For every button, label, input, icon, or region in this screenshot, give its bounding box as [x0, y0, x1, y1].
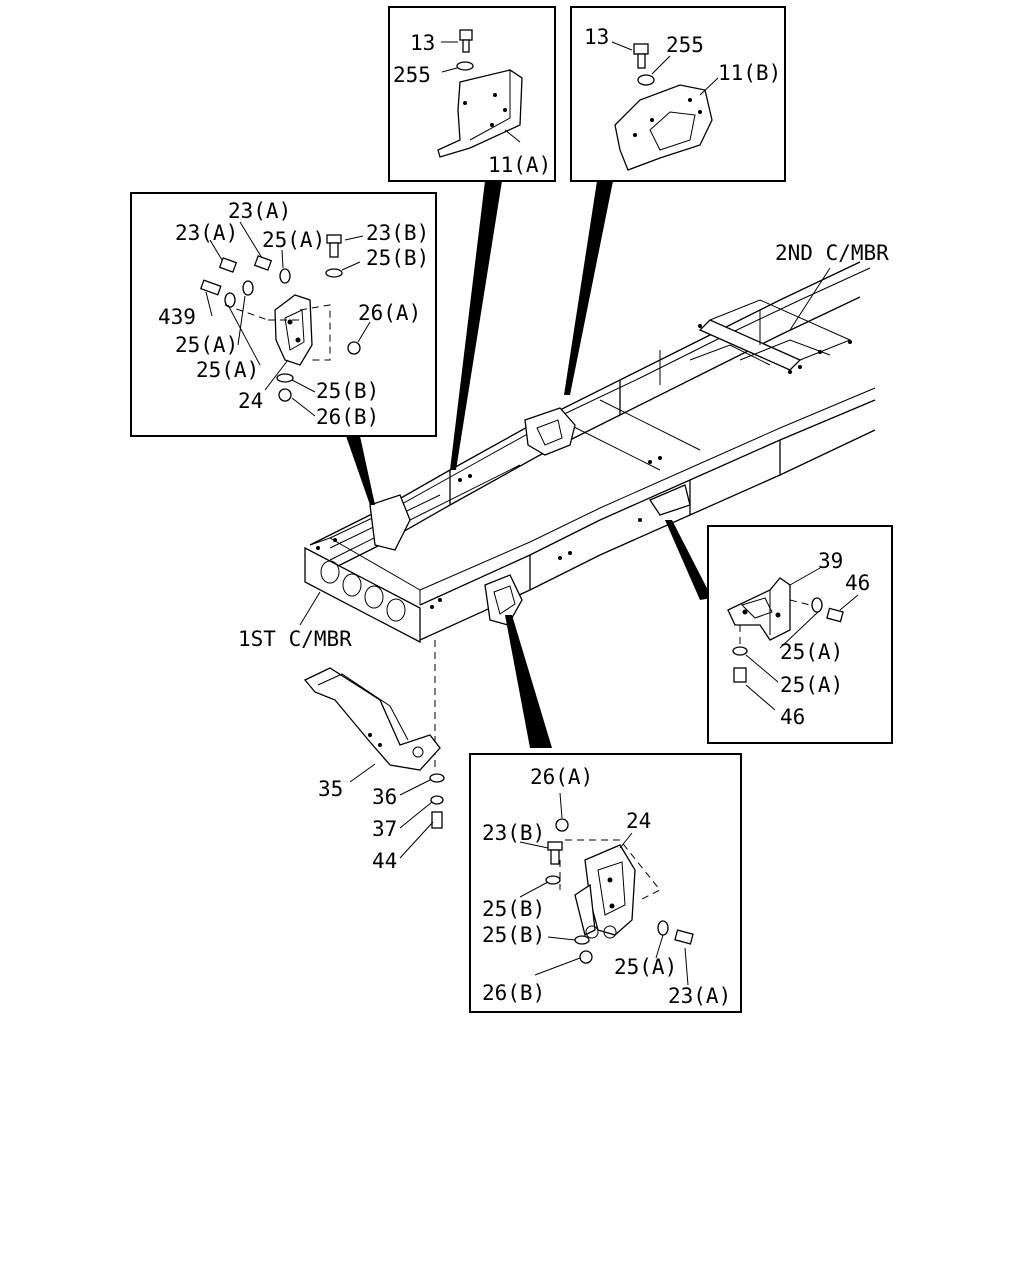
label-box-b-bracket: 11(B)	[718, 61, 781, 85]
label-washer-36: 36	[372, 785, 397, 809]
label-box-a-bolt: 13	[410, 31, 435, 55]
label-box-d-bolt-right: 46	[845, 571, 870, 595]
detail-box-e: 26(A) 24 23(B) 25(B) 25(B) 26(B) 25(A) 2…	[469, 753, 742, 1013]
label-guard: 35	[318, 777, 343, 801]
label-box-c-bracket: 24	[238, 389, 263, 413]
label-box-e-washer-right: 25(A)	[614, 955, 677, 979]
label-spring-washer-37: 37	[372, 817, 397, 841]
label-box-a-washer: 255	[393, 63, 431, 87]
label-box-e-nut-top: 26(A)	[530, 765, 593, 789]
label-1st-crossmember: 1ST C/MBR	[238, 627, 352, 651]
label-box-c-washer-left-2: 25(A)	[196, 358, 259, 382]
label-box-e-washer-lower: 25(B)	[482, 923, 545, 947]
label-box-b-washer: 255	[666, 33, 704, 57]
label-box-d-washer-2: 25(A)	[780, 673, 843, 697]
label-box-c-washer-bottom: 25(B)	[316, 379, 379, 403]
label-bolt-44: 44	[372, 849, 397, 873]
label-box-c-bolt-top: 23(A)	[228, 199, 291, 223]
label-box-c-washer-right: 25(B)	[366, 246, 429, 270]
label-box-d-bolt-bottom: 46	[780, 705, 805, 729]
callout-wedges	[346, 181, 712, 748]
detail-box-c: 23(A) 23(A) 25(A) 23(B) 25(B) 439 26(A) …	[130, 192, 437, 437]
label-box-e-washer-left: 25(B)	[482, 897, 545, 921]
detail-box-d: 39 46 25(A) 25(A) 46	[707, 525, 893, 744]
label-box-c-nut-right: 26(A)	[358, 301, 421, 325]
label-box-e-bolt-left: 23(B)	[482, 821, 545, 845]
label-box-e-bolt-right: 23(A)	[668, 984, 731, 1008]
label-box-c-bolt-right: 23(B)	[366, 221, 429, 245]
label-box-d-washer-1: 25(A)	[780, 640, 843, 664]
label-box-c-nut-bottom: 26(B)	[316, 405, 379, 429]
chassis-frame	[299, 261, 876, 770]
detail-box-a: 13 255 11(A)	[388, 6, 556, 182]
label-box-d-bracket: 39	[818, 549, 843, 573]
label-box-c-stud: 439	[158, 305, 196, 329]
label-box-c-washer-left-1: 25(A)	[175, 333, 238, 357]
frame-holes	[316, 324, 852, 609]
label-box-e-nut-bottom: 26(B)	[482, 981, 545, 1005]
label-box-a-bracket: 11(A)	[488, 153, 551, 177]
label-box-c-washer-top: 25(A)	[262, 228, 325, 252]
guard-assembly: 35 36 37 44	[303, 667, 445, 873]
detail-box-b: 13 255 11(B)	[570, 6, 786, 182]
label-2nd-crossmember: 2ND C/MBR	[775, 241, 889, 265]
label-box-c-bolt-left: 23(A)	[175, 221, 238, 245]
label-box-b-bolt: 13	[584, 25, 609, 49]
label-box-e-bracket: 24	[626, 809, 651, 833]
